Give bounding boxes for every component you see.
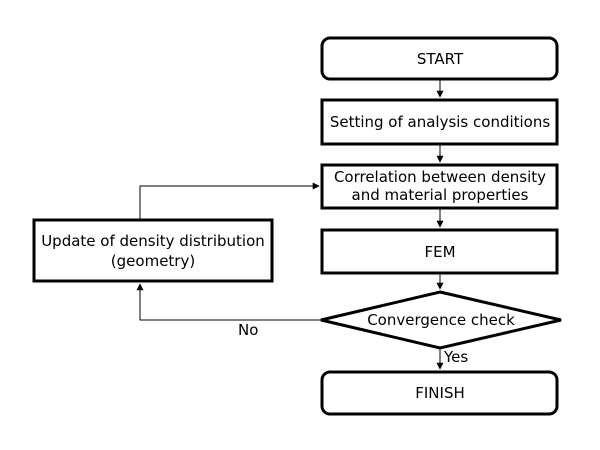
correlation-label-line2: and material properties <box>352 186 529 204</box>
start-label: START <box>417 50 464 68</box>
update-label-line2: (geometry) <box>111 252 195 270</box>
correlation-node: Correlation between density and material… <box>320 163 559 210</box>
fem-shape <box>320 228 559 275</box>
fem-label: FEM <box>424 243 455 261</box>
no-label: No <box>238 321 258 339</box>
yes-label: Yes <box>443 348 468 366</box>
finish-node: FINISH <box>320 370 559 416</box>
finish-label: FINISH <box>415 384 465 402</box>
finish-shape <box>320 370 559 416</box>
start-shape <box>320 36 559 81</box>
correlation-shape <box>320 163 559 210</box>
update-label-line1: Update of density distribution <box>41 232 265 250</box>
edge-update-to-correlation <box>139 182 320 219</box>
edge-convergence-to-update <box>136 283 321 321</box>
update-node: Update of density distribution (geometry… <box>32 218 274 283</box>
convergence-label: Convergence check <box>367 311 515 329</box>
start-node: START <box>320 36 559 81</box>
fem-node: FEM <box>320 228 559 275</box>
setting-shape <box>320 98 559 146</box>
convergence-shape <box>320 290 562 350</box>
setting-node: Setting of analysis conditions <box>320 98 559 146</box>
update-shape <box>32 218 274 283</box>
convergence-node: Convergence check <box>320 290 562 350</box>
setting-label: Setting of analysis conditions <box>330 113 551 131</box>
correlation-label-line1: Correlation between density <box>334 168 546 186</box>
